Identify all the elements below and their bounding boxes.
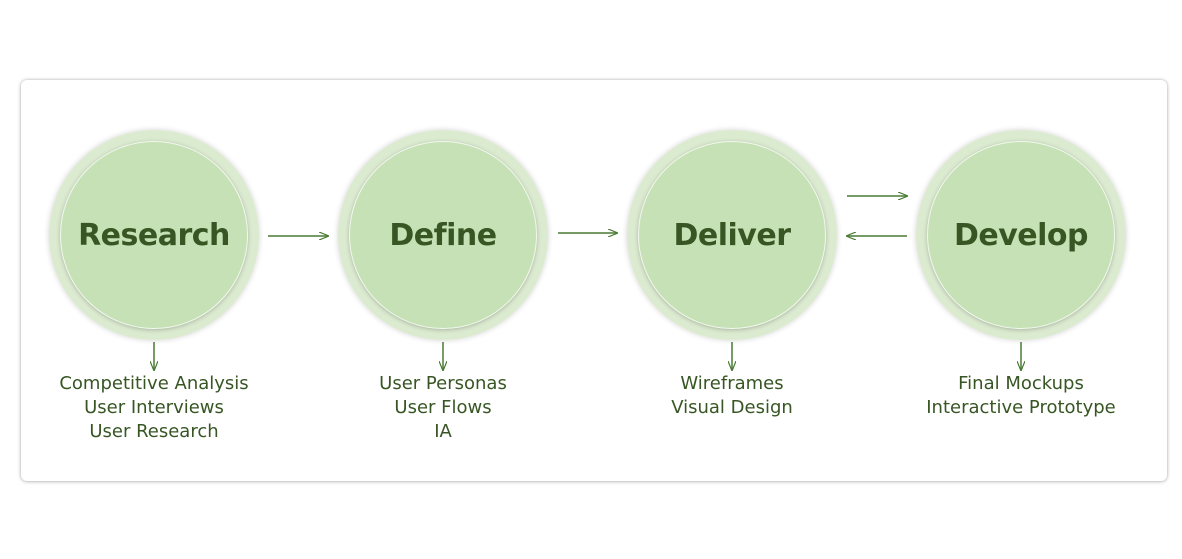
stage-circle: Deliver [638, 141, 826, 329]
stage-title: Research [78, 217, 230, 253]
stage-title: Deliver [673, 217, 791, 253]
stage-items-deliver: Wireframes Visual Design [612, 372, 852, 420]
stage-develop: Develop [916, 130, 1126, 340]
stage-circle: Develop [927, 141, 1115, 329]
stage-circle: Define [349, 141, 537, 329]
stage-items-define: User Personas User Flows IA [323, 372, 563, 444]
list-item: Visual Design [671, 397, 793, 418]
list-item: Wireframes [680, 373, 784, 394]
stage-items-research: Competitive Analysis User Interviews Use… [34, 372, 274, 444]
stage-items-develop: Final Mockups Interactive Prototype [901, 372, 1141, 420]
list-item: User Interviews [84, 397, 224, 418]
stage-research: Research [49, 130, 259, 340]
stage-deliver: Deliver [627, 130, 837, 340]
stage-define: Define [338, 130, 548, 340]
list-item: User Flows [394, 397, 492, 418]
list-item: IA [434, 421, 452, 442]
list-item: Final Mockups [958, 373, 1084, 394]
stage-title: Develop [953, 217, 1089, 253]
stage-title: Define [389, 217, 497, 253]
stage-circle: Research [60, 141, 248, 329]
list-item: Competitive Analysis [59, 373, 249, 394]
list-item: Interactive Prototype [926, 397, 1116, 418]
list-item: User Research [89, 421, 219, 442]
list-item: User Personas [379, 373, 507, 394]
